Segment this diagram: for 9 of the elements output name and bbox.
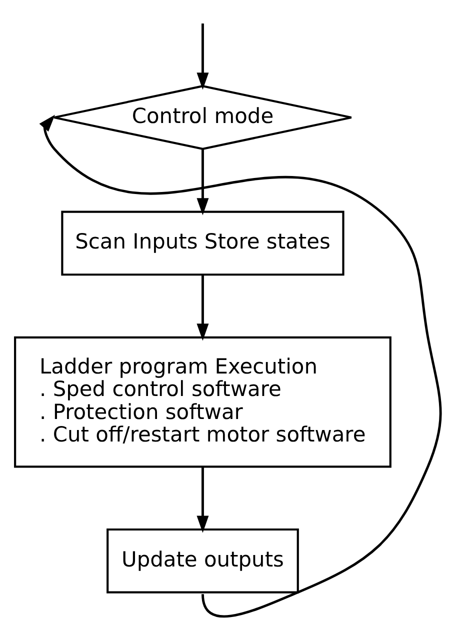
- node-diamond: Control mode: [53, 84, 352, 150]
- arrow: [39, 114, 442, 617]
- arrow: [196, 466, 209, 532]
- node-box: Ladder program Execution . Sped control software . Protection softwar . Cut off/restart motor software: [14, 336, 392, 468]
- arrow: [196, 274, 209, 340]
- arrow: [196, 23, 209, 90]
- arrow: [196, 148, 209, 215]
- node-box: Scan Inputs Store states: [61, 210, 344, 276]
- node-box: Update outputs: [106, 528, 299, 593]
